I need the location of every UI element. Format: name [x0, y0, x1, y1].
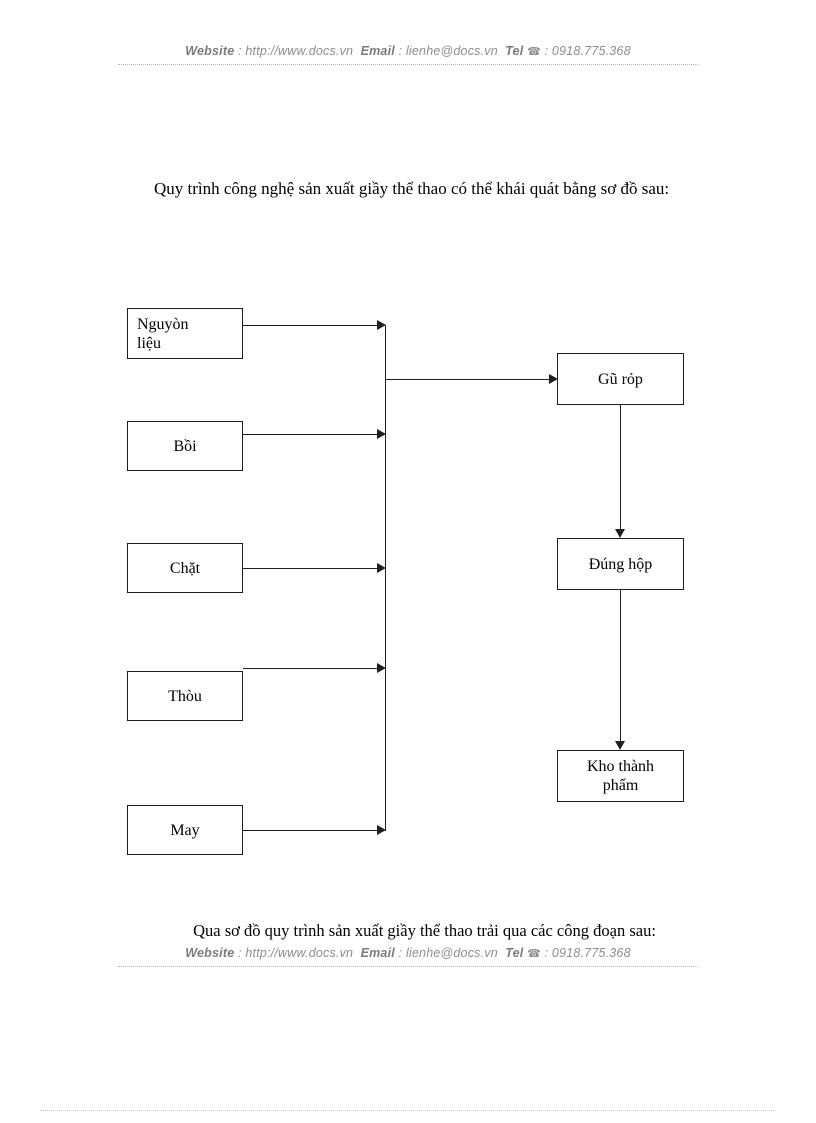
footer-website-sep: :: [234, 946, 246, 960]
connector-theu-to-trunk: [243, 668, 377, 669]
flow-node-label: May: [170, 821, 200, 839]
footer-website-url: http://www.docs.vn: [245, 946, 354, 960]
flow-node-nguyen-lieu[interactable]: Nguyòn liệu: [127, 308, 243, 359]
header-email-sep: :: [394, 44, 406, 58]
arrowhead-nguyen-lieu: [377, 320, 386, 330]
footer-website-label: Website: [185, 946, 235, 960]
arrowhead-boi: [377, 429, 386, 439]
flow-node-dung-hop[interactable]: Đúng hộp: [557, 538, 684, 590]
flow-node-label: Thòu: [168, 687, 202, 705]
connector-dung-hop-to-kho-thanh-pham: [620, 590, 621, 741]
footer-email-sep: :: [394, 946, 406, 960]
connector-nguyen-lieu-to-trunk: [243, 325, 377, 326]
header-tel-label: Tel: [505, 44, 524, 58]
running-footer: Website : http://www.docs.vn Email : lie…: [118, 946, 698, 960]
connector-may-to-trunk: [243, 830, 377, 831]
flow-node-kho-thanh-pham[interactable]: Kho thành phẩm: [557, 750, 684, 802]
flow-node-label: Bồi: [173, 437, 197, 455]
footer-tel-label: Tel: [505, 946, 524, 960]
footer-tel-sep: :: [540, 946, 552, 960]
flow-node-label: Nguyòn liệu: [137, 316, 189, 352]
connector-boi-to-trunk: [243, 434, 377, 435]
flow-node-label: Đúng hộp: [588, 555, 653, 573]
header-divider: [118, 64, 698, 65]
closing-paragraph: Qua sơ đồ quy trình sản xuất giầy thể th…: [193, 921, 656, 940]
flow-node-gu-rop[interactable]: Gũ rỏp: [557, 353, 684, 405]
arrowhead-kho-thanh-pham: [615, 741, 625, 750]
arrowhead-may: [377, 825, 386, 835]
arrowhead-theu: [377, 663, 386, 673]
header-tel-number: 0918.775.368: [551, 44, 631, 58]
footer-email-address: lienhe@docs.vn: [405, 946, 498, 960]
flow-node-theu[interactable]: Thòu: [127, 671, 243, 721]
flow-node-boi[interactable]: Bồi: [127, 421, 243, 471]
header-website-sep: :: [234, 44, 246, 58]
telephone-icon: ☎: [527, 46, 541, 58]
header-tel-sep: :: [540, 44, 552, 58]
footer-tel-number: 0918.775.368: [551, 946, 631, 960]
page-bottom-divider: [40, 1110, 776, 1111]
collector-trunk-line: [385, 325, 386, 831]
header-website-label: Website: [185, 44, 235, 58]
flow-node-may[interactable]: May: [127, 805, 243, 855]
arrowhead-gu-rop: [549, 374, 558, 384]
flow-node-label: Chặt: [169, 559, 201, 577]
flow-node-label: Kho thành phẩm: [586, 758, 655, 794]
header-website-url: http://www.docs.vn: [245, 44, 354, 58]
arrowhead-dung-hop: [615, 529, 625, 538]
header-email-label: Email: [360, 44, 395, 58]
footer-divider: [118, 966, 698, 967]
telephone-icon: ☎: [527, 948, 541, 960]
header-email-address: lienhe@docs.vn: [405, 44, 498, 58]
footer-email-label: Email: [360, 946, 395, 960]
arrowhead-chat: [377, 563, 386, 573]
intro-paragraph: Quy trình công nghệ sản xuất giầy thể th…: [154, 179, 670, 198]
connector-chat-to-trunk: [243, 568, 377, 569]
flow-node-label: Gũ rỏp: [598, 370, 643, 388]
flow-node-chat[interactable]: Chặt: [127, 543, 243, 593]
connector-gu-rop-to-dung-hop: [620, 405, 621, 529]
running-header: Website : http://www.docs.vn Email : lie…: [118, 44, 698, 58]
connector-trunk-to-gu-rop: [385, 379, 549, 380]
